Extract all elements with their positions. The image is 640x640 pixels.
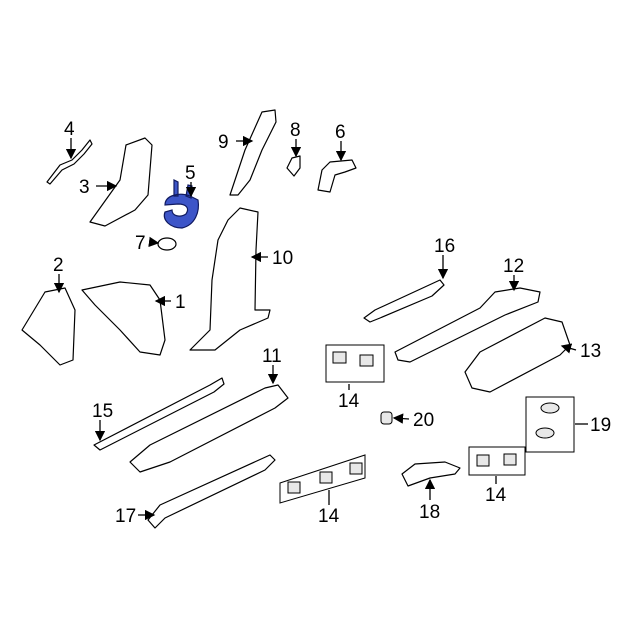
part-12[interactable] bbox=[394, 287, 541, 363]
part-20[interactable] bbox=[380, 411, 393, 425]
part-8[interactable] bbox=[286, 155, 301, 177]
callout-14-a[interactable]: 14 bbox=[338, 391, 360, 412]
part-1[interactable] bbox=[81, 281, 166, 356]
callout-4[interactable]: 4 bbox=[64, 119, 75, 140]
callout-18[interactable]: 18 bbox=[419, 502, 440, 523]
callout-19[interactable]: 19 bbox=[590, 415, 611, 436]
callout-13[interactable]: 13 bbox=[580, 341, 601, 362]
part-5-highlighted[interactable] bbox=[163, 179, 200, 229]
callout-5[interactable]: 5 bbox=[185, 163, 196, 184]
part-13[interactable] bbox=[464, 317, 571, 393]
callout-6[interactable]: 6 bbox=[335, 122, 346, 143]
callout-14-b[interactable]: 14 bbox=[318, 506, 340, 527]
clip-kit-box-19 bbox=[525, 396, 575, 453]
callout-2[interactable]: 2 bbox=[53, 255, 64, 276]
callout-17[interactable]: 17 bbox=[115, 506, 136, 527]
callout-20[interactable]: 20 bbox=[413, 410, 434, 431]
callout-10[interactable]: 10 bbox=[272, 248, 293, 269]
part-2[interactable] bbox=[21, 287, 76, 366]
part-7[interactable] bbox=[157, 237, 177, 251]
callout-14-c[interactable]: 14 bbox=[485, 485, 507, 506]
part-15[interactable] bbox=[93, 377, 225, 451]
callout-7[interactable]: 7 bbox=[135, 233, 146, 254]
part-17[interactable] bbox=[147, 454, 276, 529]
callout-12[interactable]: 12 bbox=[503, 256, 524, 277]
callout-15[interactable]: 15 bbox=[92, 401, 113, 422]
part-11[interactable] bbox=[129, 384, 289, 473]
part-3[interactable] bbox=[89, 137, 153, 227]
part-10[interactable] bbox=[189, 207, 271, 351]
part-16[interactable] bbox=[363, 279, 445, 323]
callout-9[interactable]: 9 bbox=[218, 132, 229, 153]
clip-kit-box-b bbox=[279, 454, 366, 504]
clip-kit-box-a bbox=[325, 344, 385, 383]
callout-1[interactable]: 1 bbox=[175, 292, 186, 313]
part-9[interactable] bbox=[229, 109, 277, 196]
part-18[interactable] bbox=[401, 461, 461, 487]
callout-16[interactable]: 16 bbox=[434, 236, 455, 257]
part-6[interactable] bbox=[317, 159, 357, 193]
callout-3[interactable]: 3 bbox=[79, 177, 90, 198]
leader-lines bbox=[53, 135, 588, 521]
callout-11[interactable]: 11 bbox=[262, 346, 282, 367]
part-4[interactable] bbox=[46, 139, 93, 185]
callout-8[interactable]: 8 bbox=[290, 120, 301, 141]
clip-kit-box-c bbox=[468, 446, 526, 476]
